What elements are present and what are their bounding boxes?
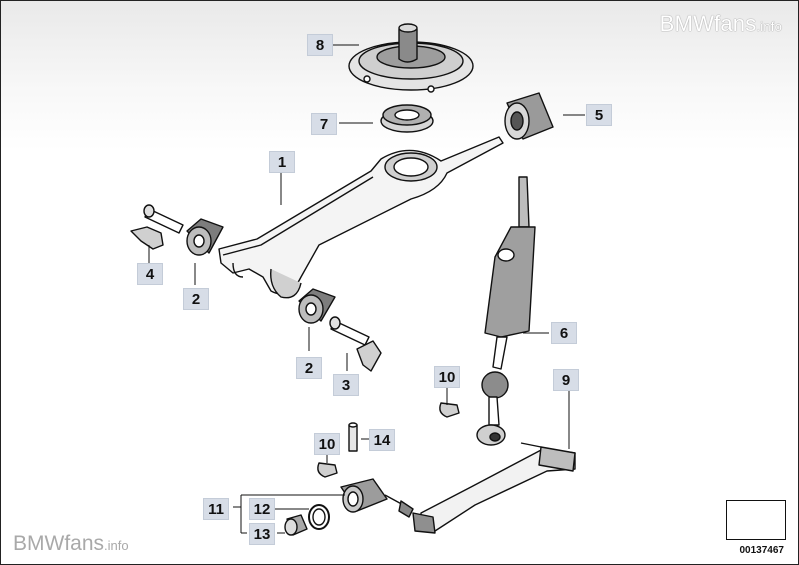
watermark-bottom: BMWfans.info (13, 532, 129, 556)
part-clip-lower (317, 462, 338, 478)
part-shift-console (218, 136, 504, 299)
callout-10-upper: 10 (434, 366, 460, 388)
watermark-top-suffix: .info (756, 19, 782, 34)
part-gear-lever (476, 176, 536, 446)
watermark-bottom-suffix: .info (104, 538, 129, 553)
part-dowel-pin (348, 422, 358, 452)
callout-14: 14 (369, 429, 395, 451)
part-pin-lower (329, 316, 382, 372)
callout-10-lower: 10 (314, 433, 340, 455)
callout-12: 12 (249, 498, 275, 520)
part-clip-upper (439, 402, 460, 418)
callout-13: 13 (249, 523, 275, 545)
callout-1: 1 (269, 151, 295, 173)
part-ball-cup (380, 104, 434, 133)
callout-6: 6 (551, 322, 577, 344)
callout-2-lower: 2 (296, 357, 322, 379)
part-joint-housing (340, 478, 414, 518)
diagram-number: 00137467 (739, 545, 785, 556)
part-ring (308, 504, 330, 530)
leader-lines (148, 44, 585, 534)
part-bearing-upper (186, 218, 224, 256)
part-gaiter (348, 23, 474, 93)
watermark-bottom-brand: BMWfans (13, 532, 105, 555)
callout-8: 8 (307, 34, 333, 56)
callout-2-upper: 2 (183, 288, 209, 310)
callout-11: 11 (203, 498, 229, 520)
callout-9: 9 (553, 369, 579, 391)
part-bearing-lower (298, 288, 336, 324)
watermark-top: BMWfans.info (660, 11, 782, 37)
part-bush (504, 92, 554, 140)
callout-7: 7 (311, 113, 337, 135)
callout-4: 4 (137, 263, 163, 285)
diagram-icon-frame (726, 500, 786, 540)
watermark-top-brand: BMWfans (659, 11, 757, 36)
part-small-bush (284, 514, 308, 536)
callout-3: 3 (333, 374, 359, 396)
part-pin-upper (130, 204, 184, 250)
part-shift-rod (412, 442, 576, 534)
callout-5: 5 (586, 104, 612, 126)
